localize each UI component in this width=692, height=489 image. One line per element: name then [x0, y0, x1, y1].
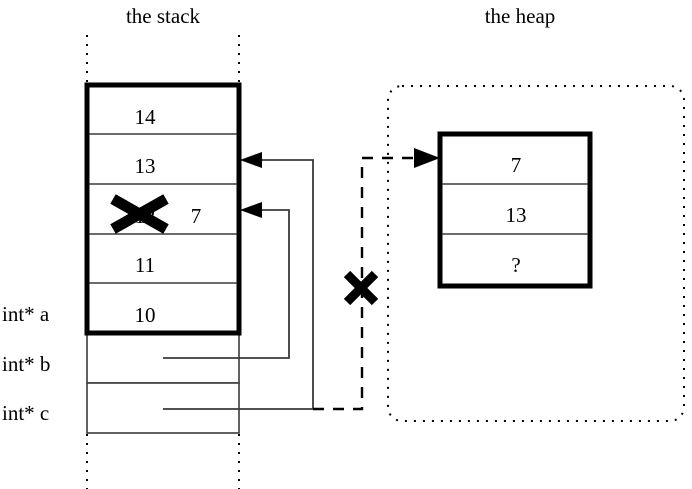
- stack-variable-label-c: int* c: [2, 401, 49, 425]
- pointer-arrowhead-b: [240, 202, 262, 218]
- pointer-line-c: [163, 159, 314, 410]
- struck-value-x-icon: [110, 194, 169, 234]
- pointer-line-b: [163, 209, 290, 359]
- heap-cell-value-0: 7: [511, 153, 522, 177]
- heap-cell-value-1: 13: [506, 203, 527, 227]
- stack-cell-value-3: 11: [135, 253, 155, 277]
- stack-variable-label-a: int* a: [2, 302, 50, 326]
- dashed-pointer-to-heap: [313, 156, 424, 411]
- stack-cell-value-4: 10: [135, 303, 156, 327]
- stack-cell-new-value-2: 7: [191, 204, 202, 228]
- stack-block: [84, 82, 242, 336]
- stack-variable-label-b: int* b: [2, 352, 50, 376]
- heap-cell-value-2: ?: [511, 253, 520, 277]
- heap-region-boundary: [387, 85, 685, 422]
- stack-var-cell-c: [86, 382, 240, 434]
- pointer-arrowhead-c: [240, 152, 262, 168]
- invalid-pointer-x-icon: [343, 270, 379, 306]
- stack-cell-value-1: 13: [135, 154, 156, 178]
- heap-title: the heap: [485, 4, 556, 28]
- heap-block: [437, 131, 593, 289]
- dashed-pointer-arrowhead: [414, 148, 440, 168]
- stack-cell-value-0: 14: [135, 105, 157, 129]
- stack-title: the stack: [126, 4, 201, 28]
